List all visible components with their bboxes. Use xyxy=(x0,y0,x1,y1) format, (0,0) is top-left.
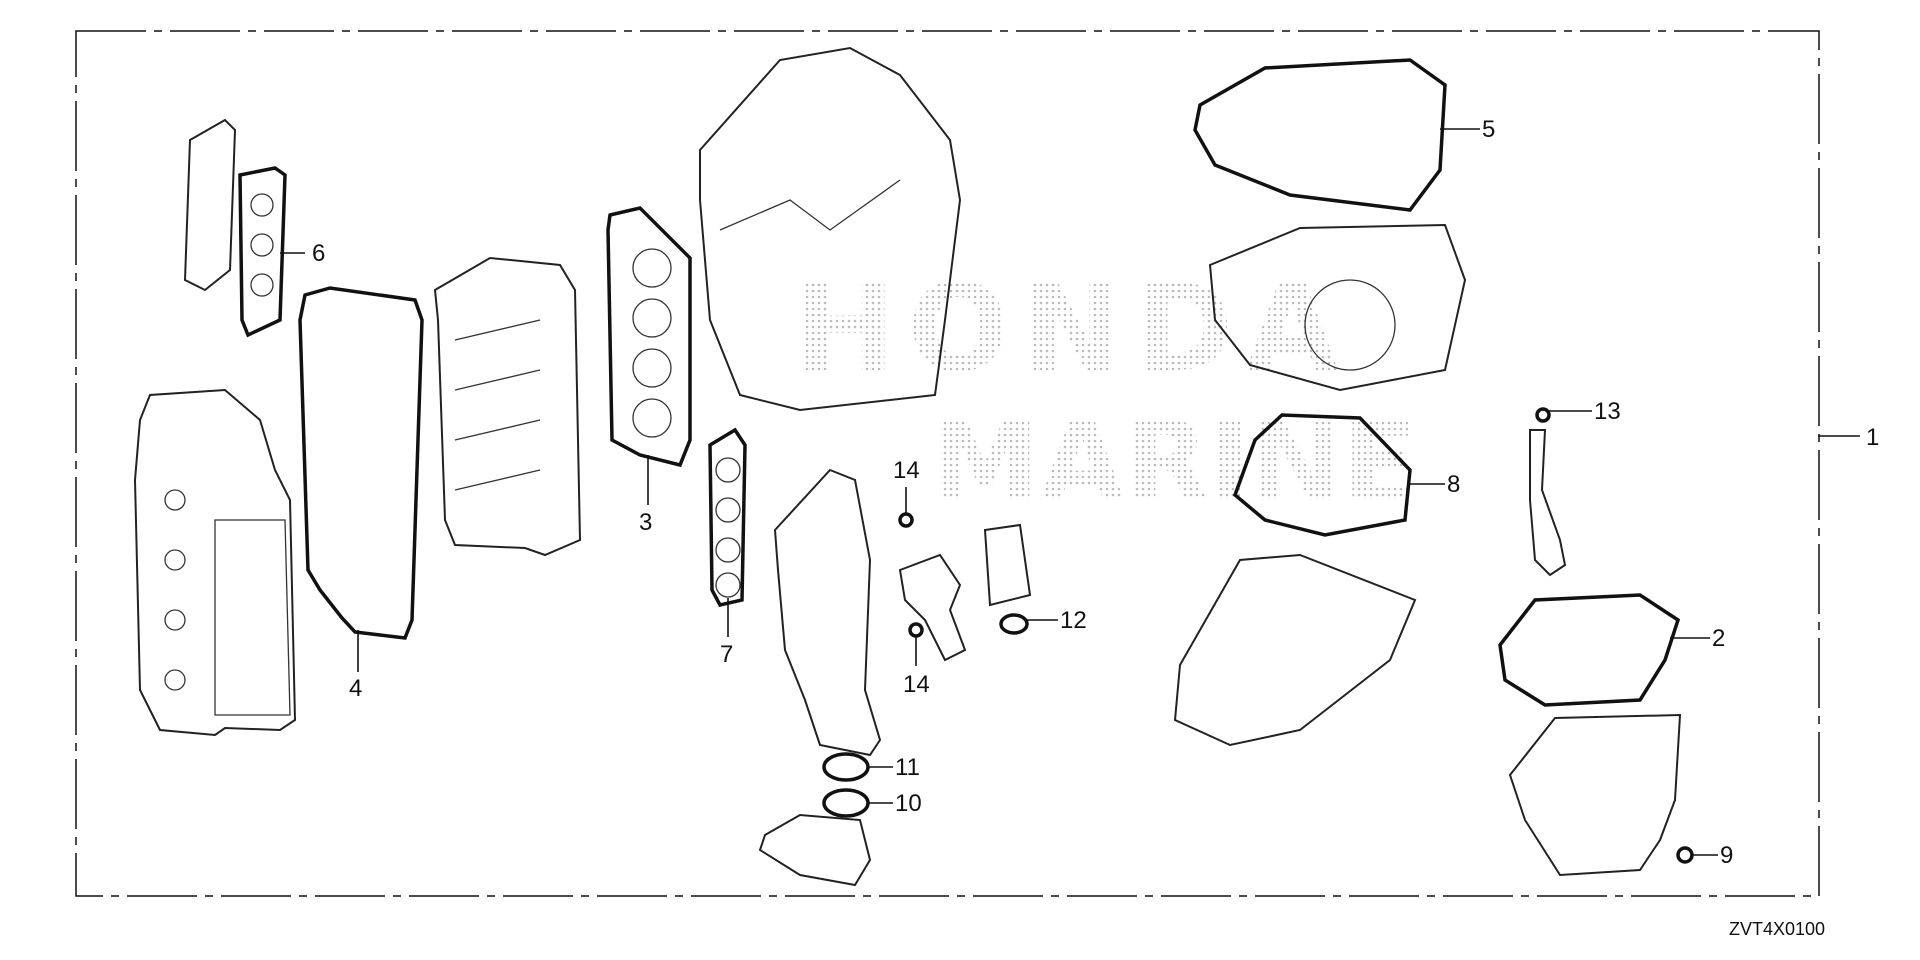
lower-case xyxy=(1173,553,1417,747)
leader-lines xyxy=(280,128,1860,856)
callout-1[interactable]: 1 xyxy=(1866,424,1879,451)
flywheel-housing xyxy=(1208,223,1467,392)
flywheel-gasket-part xyxy=(1193,58,1447,212)
oil-strainer xyxy=(1529,429,1567,577)
callout-11[interactable]: 11 xyxy=(895,754,920,781)
oring-12-part xyxy=(999,613,1029,635)
diagram-code: ZVT4X0100 xyxy=(1729,919,1825,939)
intake-manifold-gaskets xyxy=(183,118,287,338)
case-gasket-part xyxy=(1232,413,1412,537)
oil-pan xyxy=(1508,713,1682,877)
engine-block xyxy=(699,46,962,412)
exhaust-manifold xyxy=(773,468,882,757)
svg-text:HONDA: HONDA xyxy=(795,260,1350,399)
kit-border xyxy=(75,30,1820,897)
callout-12[interactable]: 12 xyxy=(1060,607,1087,634)
svg-text:MARINE: MARINE xyxy=(930,398,1417,526)
cylinder-head-cover xyxy=(133,388,297,737)
callout-9[interactable]: 9 xyxy=(1720,842,1733,869)
oring-14-bottom-part xyxy=(908,622,924,638)
cover-gasket-part xyxy=(298,286,424,640)
honda-marine-watermark: HONDA MARINE xyxy=(795,260,1417,526)
callout-3[interactable]: 3 xyxy=(639,509,652,536)
oring-10-part xyxy=(822,788,870,818)
drain-washer-part xyxy=(1676,846,1694,864)
callout-8[interactable]: 8 xyxy=(1447,471,1460,498)
callout-14-top[interactable]: 14 xyxy=(893,457,920,484)
head-gasket-part xyxy=(606,206,692,468)
callout-6[interactable]: 6 xyxy=(312,240,325,267)
callout-5[interactable]: 5 xyxy=(1482,116,1495,143)
callout-2[interactable]: 2 xyxy=(1712,625,1725,652)
oring-13-part xyxy=(1535,407,1551,423)
callout-4[interactable]: 4 xyxy=(349,675,362,702)
oring-14-top-part xyxy=(898,512,914,528)
oring-11-part xyxy=(822,752,870,782)
callout-14-bottom[interactable]: 14 xyxy=(903,671,930,698)
callout-10[interactable]: 10 xyxy=(895,790,922,817)
thermostat-cover xyxy=(758,813,872,887)
callout-13[interactable]: 13 xyxy=(1594,398,1621,425)
cylinder-head xyxy=(433,256,582,557)
water-pump-housing xyxy=(898,523,1032,662)
callout-7[interactable]: 7 xyxy=(720,641,733,668)
oil-pan-gasket-part xyxy=(1498,593,1681,707)
exhaust-gasket-part xyxy=(708,427,747,608)
